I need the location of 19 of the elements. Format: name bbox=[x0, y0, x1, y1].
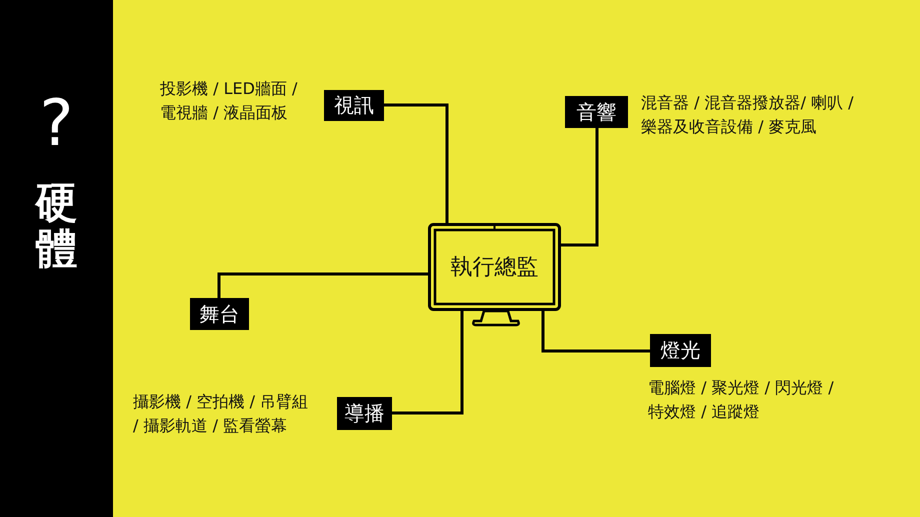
category-tag: 燈光 bbox=[650, 334, 711, 367]
sidebar-title: 硬體 bbox=[36, 180, 78, 272]
connector-line bbox=[542, 311, 650, 352]
category-tag: 舞台 bbox=[190, 298, 249, 330]
question-mark: ? bbox=[40, 88, 74, 160]
role-label: 執行總監 bbox=[450, 254, 538, 282]
equipment-list: 投影機 / LED牆面 / 電視牆 / 液晶面板 bbox=[160, 77, 320, 125]
connector-line bbox=[218, 272, 428, 298]
category-tag: 導播 bbox=[337, 397, 392, 430]
equipment-list: 攝影機 / 空拍機 / 吊臂組 / 攝影軌道 / 監看螢幕 bbox=[133, 390, 313, 438]
category-tag: 視訊 bbox=[324, 90, 384, 121]
equipment-list: 混音器 / 混音器撥放器/ 喇叭 / 樂器及收音設備 / 麥克風 bbox=[641, 91, 896, 139]
connector-line bbox=[561, 128, 598, 246]
sidebar-panel bbox=[0, 0, 113, 517]
connector-line bbox=[392, 311, 464, 414]
monitor-frame bbox=[428, 223, 561, 311]
equipment-list: 電腦燈 / 聚光燈 / 閃光燈 / 特效燈 / 追蹤燈 bbox=[648, 376, 848, 424]
connector-line bbox=[384, 104, 448, 223]
category-tag: 音響 bbox=[565, 96, 628, 128]
